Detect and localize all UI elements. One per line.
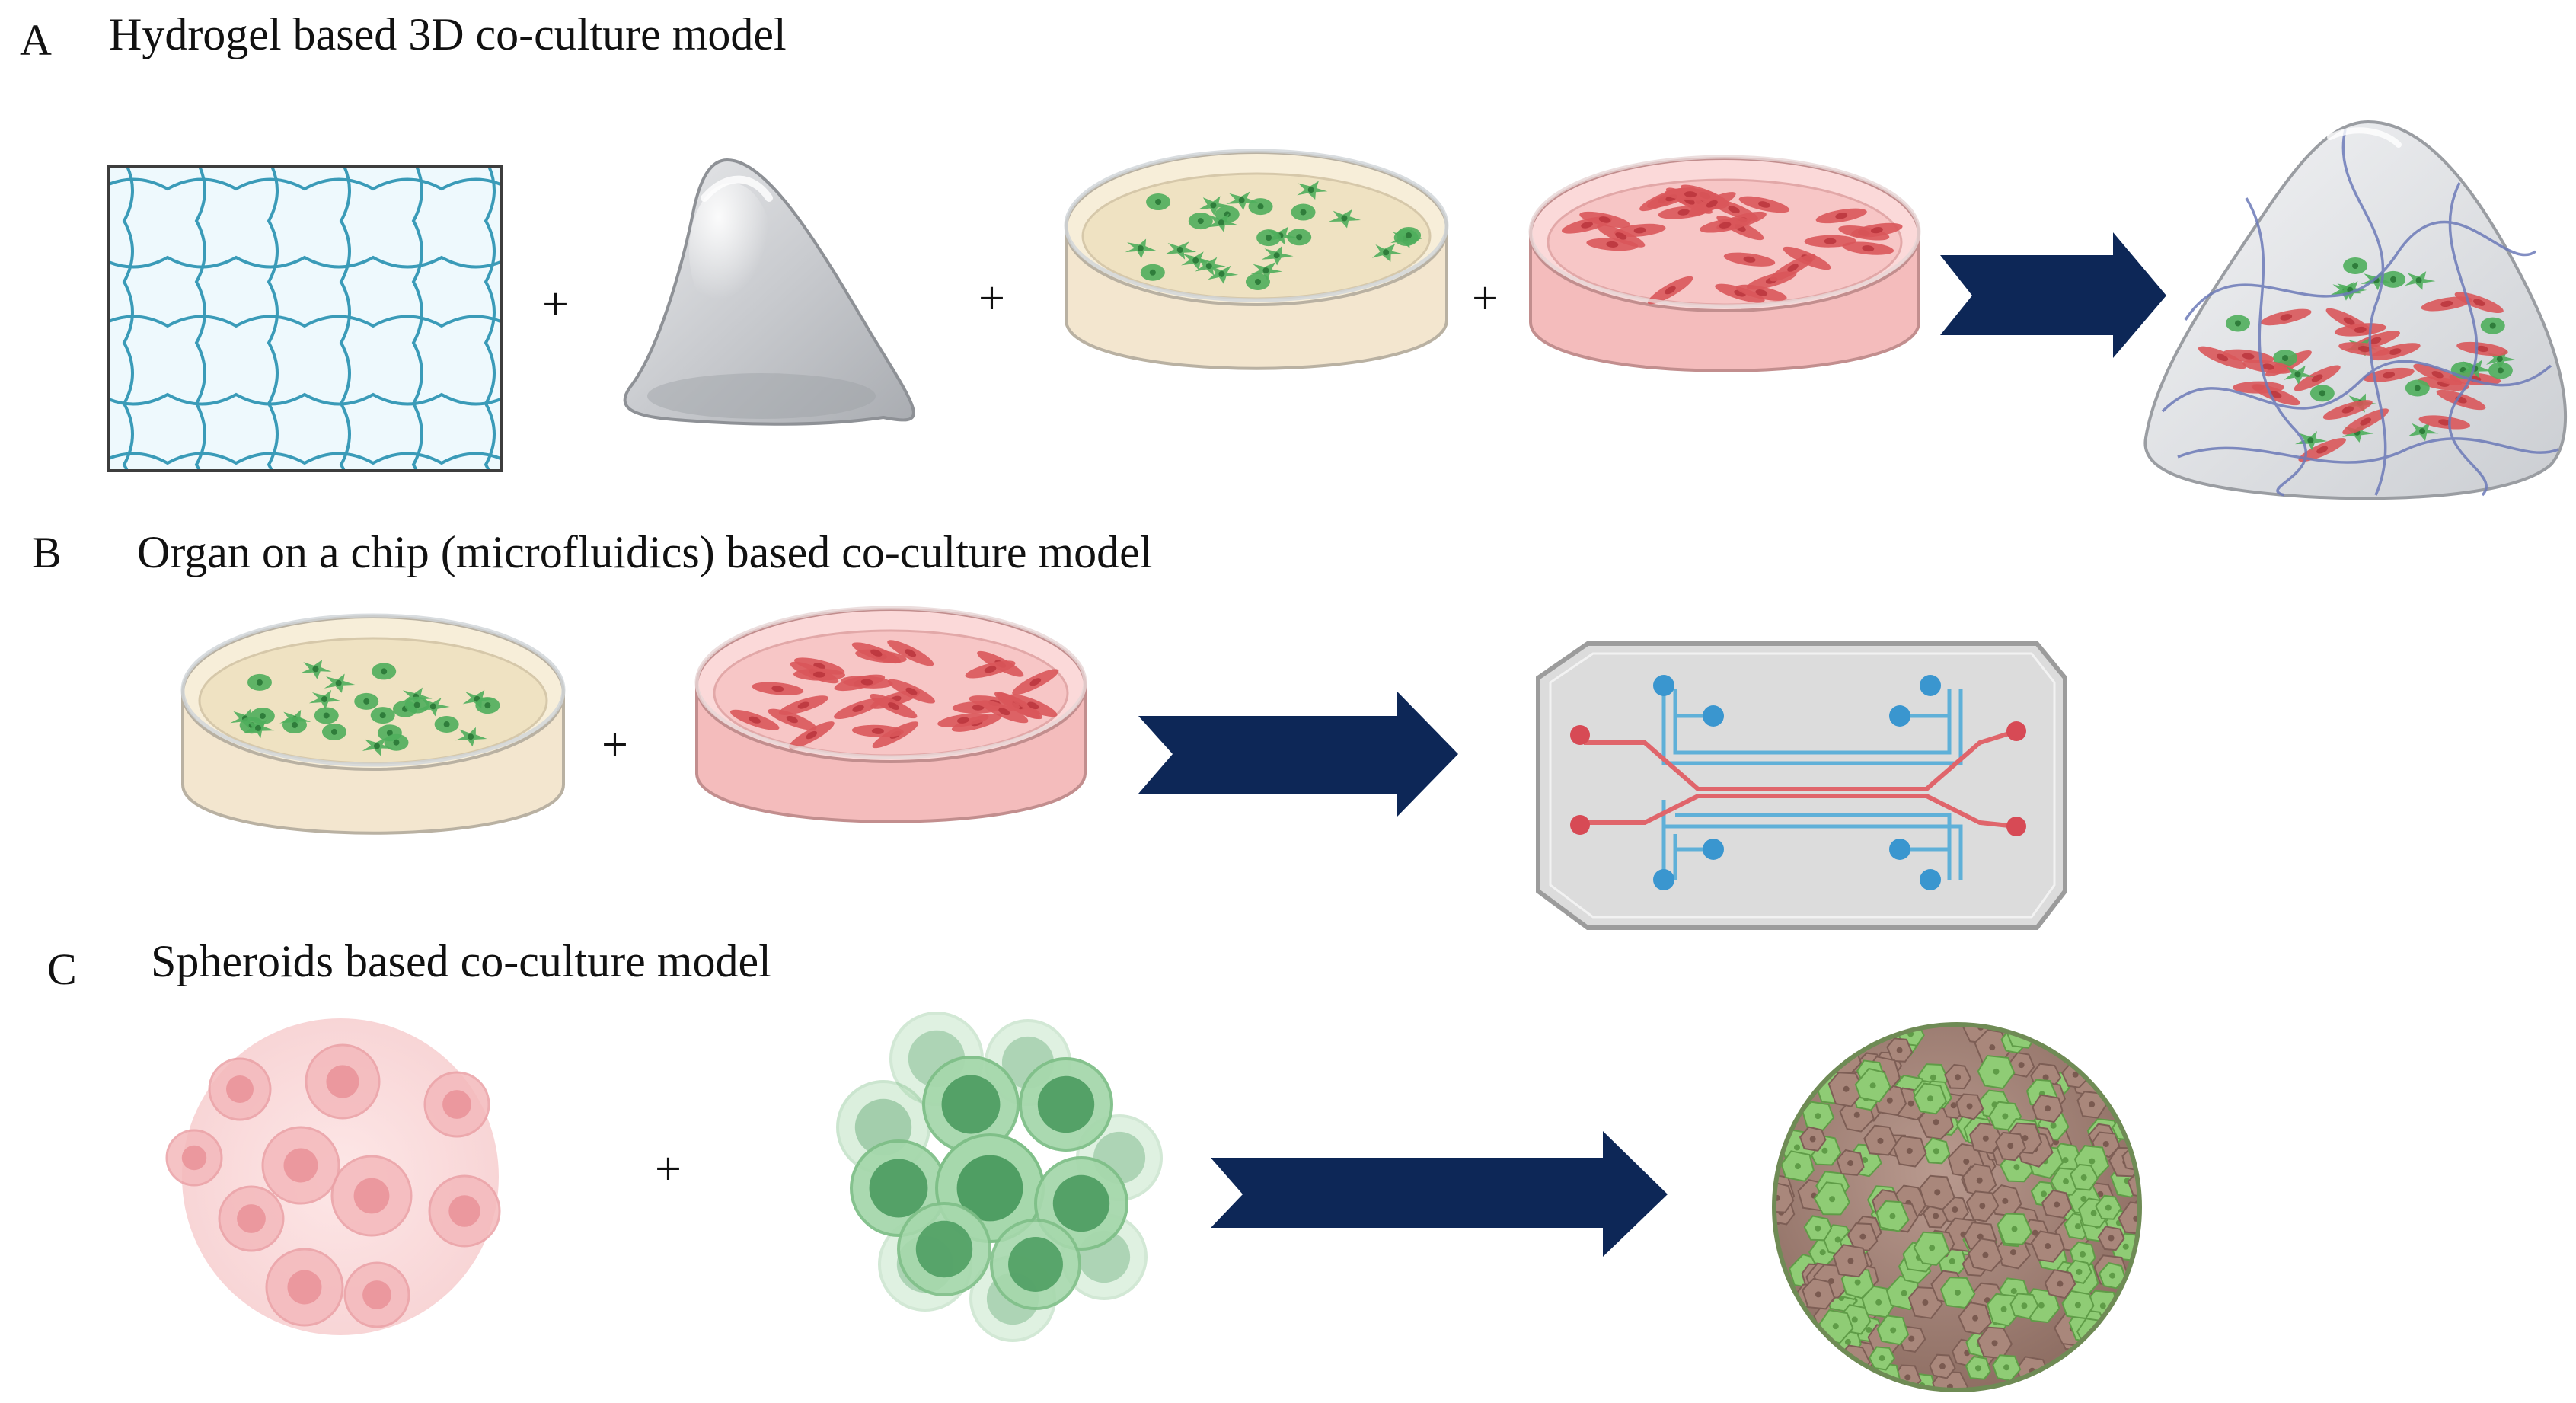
- arrow-icon: [1138, 692, 1458, 817]
- red-cell-cluster-icon: [165, 1018, 501, 1335]
- green-cell-dish-icon: [180, 613, 566, 835]
- red-cell-dish-icon: [694, 606, 1087, 823]
- arrow-icon: [1940, 232, 2166, 358]
- plus-sign: +: [602, 719, 628, 771]
- gel-dome-icon: [623, 158, 915, 426]
- hydrogel-mesh-icon: [107, 165, 503, 472]
- plus-sign: +: [655, 1143, 682, 1195]
- red-cell-dish-icon: [1528, 155, 1921, 372]
- mixed-spheroid-icon: [1772, 1022, 2142, 1392]
- plus-sign: +: [978, 273, 1005, 324]
- plus-sign: +: [1472, 273, 1499, 324]
- panel-c-letter: C: [47, 944, 77, 994]
- panel-a-letter: A: [20, 15, 52, 65]
- panel-c-title: Spheroids based co-culture model: [151, 936, 771, 986]
- panel-b-letter: B: [32, 528, 62, 577]
- microfluidic-chip-icon: [1536, 641, 2067, 930]
- plus-sign: +: [542, 279, 569, 331]
- green-cell-dish-icon: [1064, 149, 1449, 370]
- arrow-icon: [1211, 1131, 1668, 1257]
- panel-b-title: Organ on a chip (microfluidics) based co…: [137, 527, 1152, 577]
- panel-a-title: Hydrogel based 3D co-culture model: [109, 9, 787, 59]
- result-dome-with-cells-icon: [2143, 120, 2568, 500]
- green-cell-cluster-icon: [836, 1012, 1163, 1342]
